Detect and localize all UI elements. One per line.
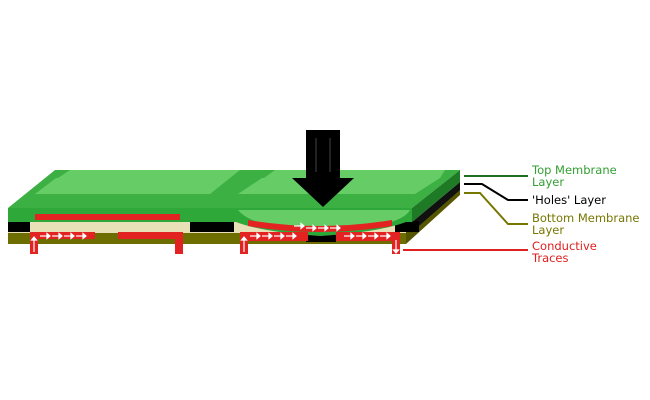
leader-bottom-membrane (464, 192, 528, 225)
holes-layer-middle (190, 221, 234, 232)
trace-bottom-left-b (118, 232, 180, 239)
holes-layer-left (8, 221, 30, 232)
trace-via-left-2 (175, 232, 183, 254)
holes-layer-right (395, 221, 419, 232)
right-arrow-icon (40, 232, 87, 240)
leader-lines (403, 175, 528, 251)
label-conductive-traces: Conductive Traces (532, 240, 597, 264)
down-arrow-icon (292, 130, 354, 207)
top-membrane-panel-left (35, 178, 230, 194)
layer-side-faces (406, 182, 460, 244)
current-flow-arrows (30, 222, 400, 254)
holes-layer (8, 221, 419, 242)
label-traces-line2: Traces (532, 251, 569, 265)
leader-holes (464, 183, 528, 201)
trace-top-pressed (248, 220, 392, 232)
trace-top-left (35, 214, 180, 220)
label-bottom-membrane-line2: Layer (532, 223, 565, 237)
label-top-membrane-line1: Top Membrane (532, 163, 617, 177)
label-bottom-membrane: Bottom Membrane Layer (532, 212, 639, 236)
top-membrane-right-face (412, 170, 460, 222)
label-traces-line1: Conductive (532, 239, 597, 253)
label-top-membrane: Top Membrane Layer (532, 164, 617, 188)
holes-layer-pressed-gap (306, 232, 336, 242)
down-arrow-small-icon (392, 240, 400, 254)
holes-layer-right-face (412, 182, 460, 232)
top-membrane-panel-right-back (264, 170, 445, 178)
label-holes: 'Holes' Layer (532, 194, 606, 206)
right-arrow-icon (250, 222, 391, 240)
label-top-membrane-line2: Layer (532, 175, 565, 189)
trace-bottom-left-a (30, 232, 95, 239)
up-arrow-icon (30, 236, 248, 252)
label-holes-line1: 'Holes' Layer (532, 193, 606, 207)
top-membrane-front-mid (190, 208, 238, 222)
top-membrane-panel-left-back (58, 170, 240, 178)
label-bottom-membrane-line1: Bottom Membrane (532, 211, 640, 225)
